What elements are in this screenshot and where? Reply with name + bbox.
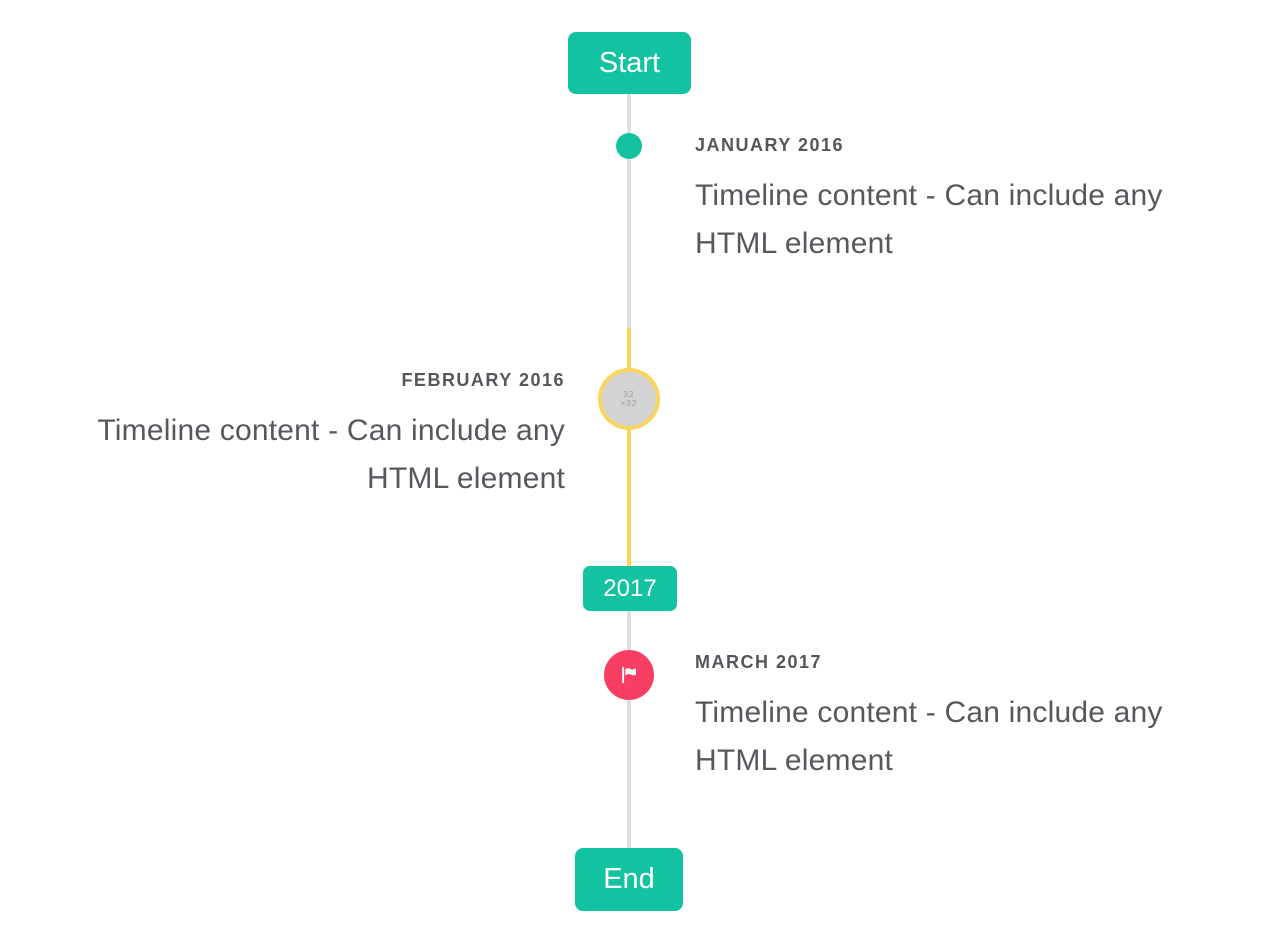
event-content: Timeline content - Can include any HTML …: [695, 696, 1163, 777]
event-content: Timeline content - Can include any HTML …: [97, 414, 565, 495]
event-content: Timeline content - Can include any HTML …: [695, 179, 1163, 260]
flag-icon: [622, 666, 636, 684]
year-badge-label: 2017: [603, 574, 657, 602]
end-badge-label: End: [603, 863, 655, 895]
timeline-start-badge: Start: [568, 32, 691, 94]
timeline-event-february: FEBRUARY 2016 Timeline content - Can inc…: [45, 370, 565, 503]
event-date: MARCH 2017: [695, 652, 823, 672]
timeline-event-january: JANUARY 2016 Timeline content - Can incl…: [695, 135, 1215, 268]
event-date: FEBRUARY 2016: [401, 370, 565, 390]
timeline-line-highlight: [627, 328, 631, 566]
timeline-year-badge: 2017: [583, 566, 677, 611]
broken-image-placeholder: 32 ×32: [620, 390, 638, 408]
timeline-end-badge: End: [575, 848, 683, 911]
start-badge-label: Start: [598, 46, 661, 79]
event-date: JANUARY 2016: [695, 135, 845, 155]
timeline-event-march: MARCH 2017 Timeline content - Can includ…: [695, 652, 1215, 785]
event-flag-marker: [604, 650, 654, 700]
event-dot-marker: [616, 133, 642, 159]
event-image-marker: 32 ×32: [598, 368, 660, 430]
